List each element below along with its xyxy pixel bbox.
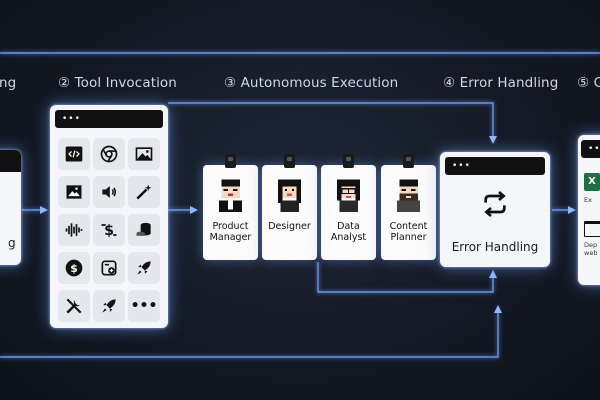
svg-text:$: $ (104, 223, 114, 239)
dollar-coin-icon[interactable]: $ (58, 252, 90, 284)
badge-clip (403, 154, 414, 168)
error-handling-label: Error Handling (451, 240, 539, 254)
agent-badge-designer[interactable]: Designer (262, 154, 317, 260)
waveform-icon[interactable] (58, 214, 90, 246)
rocket-icon[interactable] (128, 252, 160, 284)
calculator-icon[interactable] (93, 252, 125, 284)
tool-invocation-panel: ••• $ $ (50, 105, 168, 328)
arrowhead (568, 206, 576, 214)
badge-clip (225, 154, 236, 168)
step-3-heading: ③ Autonomous Execution (224, 75, 399, 91)
picture-icon[interactable] (58, 176, 90, 208)
step-4-heading: ④ Error Handling (443, 75, 559, 91)
agents-to-error-bottom-line (317, 262, 494, 293)
avatar-icon (218, 179, 243, 212)
coins-icon[interactable] (128, 214, 160, 246)
error-handling-card[interactable]: ••• Error Handling (440, 152, 550, 267)
excel-icon: X (584, 173, 600, 191)
speaker-icon[interactable] (93, 176, 125, 208)
browser-window-icon (584, 221, 600, 237)
window-titlebar: ••• (445, 157, 545, 175)
window-titlebar (0, 150, 21, 172)
arrowhead (190, 206, 198, 214)
window-titlebar: ••• (581, 140, 600, 158)
previous-step-card: g (0, 150, 21, 265)
agent-role-label: Designer (268, 221, 311, 232)
avatar-icon (396, 179, 421, 212)
badge-clip (284, 154, 295, 168)
card-label: Ex (584, 196, 592, 204)
refresh-cycle-icon (484, 190, 506, 218)
arrowhead (489, 136, 497, 144)
card-label: g (8, 236, 16, 250)
next-step-card: ••• X Ex Dep web (578, 135, 600, 285)
magic-wand-icon[interactable] (128, 176, 160, 208)
tools-icon[interactable] (58, 290, 90, 322)
avatar-icon (336, 179, 361, 212)
step-5-heading: ⑤ C (577, 75, 600, 91)
card-label: Dep (584, 241, 598, 249)
chrome-icon[interactable] (93, 138, 125, 170)
rocket-icon[interactable] (93, 290, 125, 322)
card-label: web (584, 249, 598, 257)
arrowhead (494, 305, 502, 313)
arrowhead (40, 206, 48, 214)
step-2-heading: ② Tool Invocation (58, 75, 177, 91)
arrowhead (489, 270, 497, 278)
code-icon[interactable] (58, 138, 90, 170)
step-1-heading: ng (0, 75, 17, 91)
image-icon[interactable] (128, 138, 160, 170)
bottom-rail-line (0, 307, 499, 358)
avatar-icon (277, 179, 302, 212)
more-icon[interactable]: ••• (128, 290, 160, 322)
tool-to-error-top-line (168, 102, 494, 142)
dollar-swap-icon[interactable]: $ (93, 214, 125, 246)
window-titlebar: ••• (55, 110, 163, 128)
svg-text:$: $ (70, 262, 78, 275)
badge-clip (343, 154, 354, 168)
